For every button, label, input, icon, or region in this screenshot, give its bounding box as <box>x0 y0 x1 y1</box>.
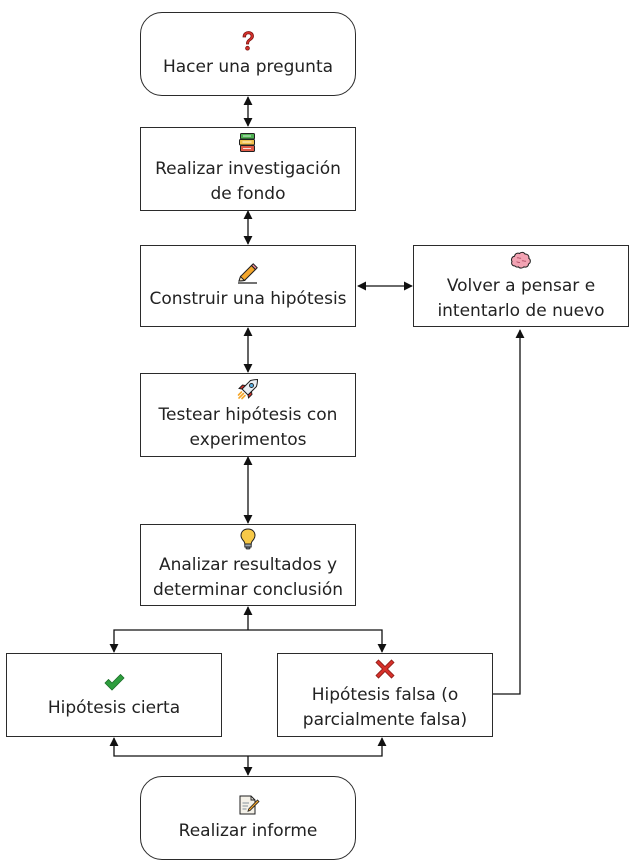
node-question-label: Hacer una pregunta <box>162 56 334 77</box>
connector-false-rethink <box>493 329 525 695</box>
connector-split-false <box>248 629 387 653</box>
node-test: Testear hipótesis con experimentos <box>140 373 356 457</box>
connector-split-true <box>109 629 248 653</box>
node-true-hypothesis: Hipótesis cierta <box>6 653 222 737</box>
node-rethink: Volver a pensar e intentarlo de nuevo <box>413 245 629 327</box>
connector-true-merge <box>109 737 248 757</box>
memo-icon <box>239 795 260 814</box>
node-question: Hacer una pregunta <box>140 12 356 96</box>
node-rethink-label: Volver a pensar e intentarlo de nuevo <box>437 276 605 321</box>
brain-icon <box>511 251 531 269</box>
node-false-hypothesis-label: Hipótesis falsa (o parcialmente falsa) <box>302 685 468 730</box>
node-true-hypothesis-label: Hipótesis cierta <box>47 697 181 718</box>
node-test-label: Testear hipótesis con experimentos <box>158 405 338 450</box>
check-mark-icon <box>104 673 125 691</box>
node-analyze-label: Analizar resultados y determinar conclus… <box>152 555 344 600</box>
node-hypothesis-label: Construir una hipótesis <box>149 288 347 309</box>
node-hypothesis: Construir una hipótesis <box>140 245 356 327</box>
node-report: Realizar informe <box>140 776 356 860</box>
books-icon <box>239 133 255 152</box>
node-analyze: Analizar resultados y determinar conclus… <box>140 524 356 606</box>
connector-false-merge <box>248 737 387 757</box>
light-bulb-icon <box>240 528 256 550</box>
pencil-icon <box>238 262 258 284</box>
node-false-hypothesis: Hipótesis falsa (o parcialmente falsa) <box>277 653 493 737</box>
node-research-label: Realizar investigación de fondo <box>155 159 341 204</box>
node-report-label: Realizar informe <box>178 820 318 841</box>
node-research: Realizar investigación de fondo <box>140 127 356 211</box>
question-mark-icon <box>242 30 254 51</box>
rocket-icon <box>237 378 259 400</box>
cross-mark-icon <box>375 659 395 679</box>
